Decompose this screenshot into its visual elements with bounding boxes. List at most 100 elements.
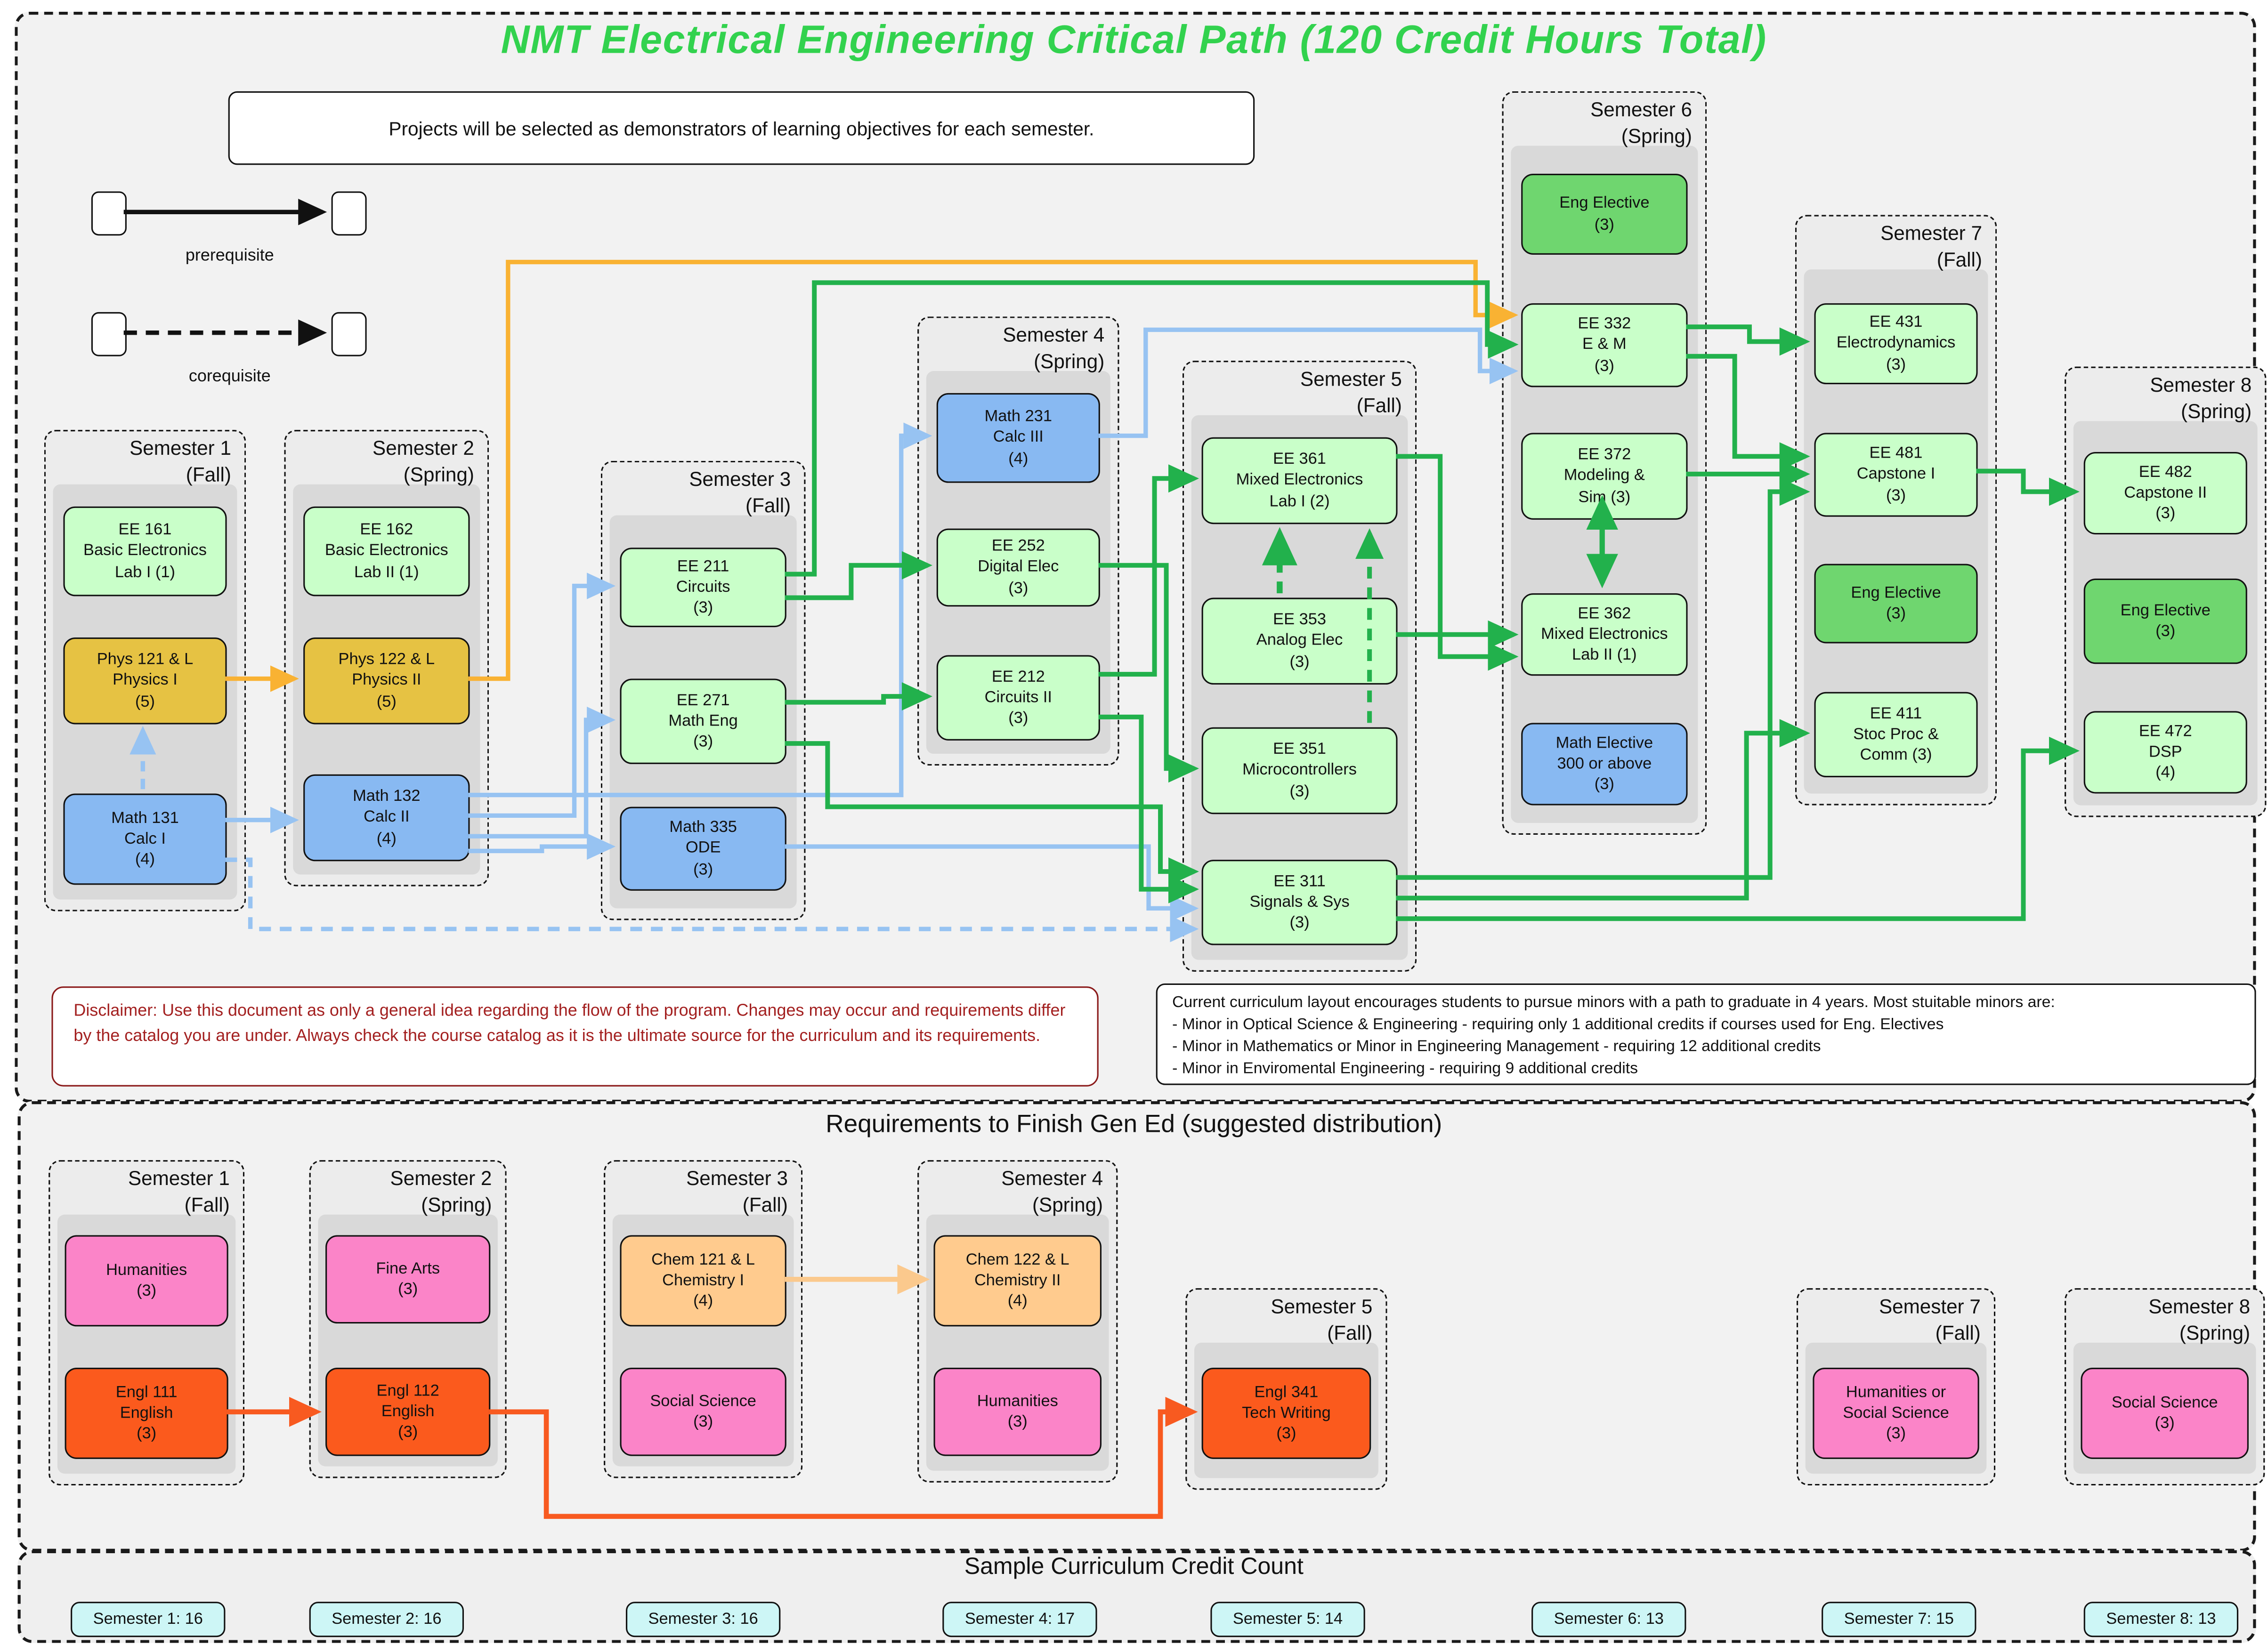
gened-semester-8-title: Semester 8 xyxy=(2148,1295,2251,1318)
gened-semester-1-term: (Fall) xyxy=(184,1193,230,1216)
course-ee212: EE 212 Circuits II (3) xyxy=(936,655,1100,741)
semester-7-term: (Fall) xyxy=(1936,248,1982,270)
gened-semester-2-title: Semester 2 xyxy=(390,1167,492,1190)
course-humanities-g1: Humanities (3) xyxy=(65,1235,228,1327)
legend-prereq-box-to xyxy=(331,191,367,236)
credit-sem5: Semester 5: 14 xyxy=(1210,1602,1365,1637)
gened-semester-2-header: Semester 2 (Spring) xyxy=(390,1166,492,1218)
gened-semester-3-header: Semester 3 (Fall) xyxy=(686,1166,788,1218)
projects-note: Projects will be selected as demonstrato… xyxy=(228,91,1255,165)
minors-item-1: - Minor in Optical Science & Engineering… xyxy=(1172,1016,1944,1034)
course-math131: Math 131 Calc I (4) xyxy=(63,793,227,885)
semester-7-header: Semester 7 (Fall) xyxy=(1880,221,1982,273)
course-chem121: Chem 121 & L Chemistry I (4) xyxy=(620,1235,786,1327)
course-ee481: EE 481 Capstone I (3) xyxy=(1814,433,1978,517)
semester-8-term: (Spring) xyxy=(2181,400,2252,422)
gened-semester-5-group: Semester 5 (Fall) Engl 341 Tech Writing … xyxy=(1185,1288,1387,1490)
course-humanities-g4: Humanities (3) xyxy=(933,1367,1102,1456)
course-math335: Math 335 ODE (3) xyxy=(620,806,786,891)
disclaimer-box: Disclaimer: Use this document as only a … xyxy=(51,986,1099,1087)
page-title: NMT Electrical Engineering Critical Path… xyxy=(501,17,1767,62)
disclaimer-text: Disclaimer: Use this document as only a … xyxy=(73,1002,1066,1045)
course-ee362: EE 362 Mixed Electronics Lab II (1) xyxy=(1521,593,1688,676)
course-ee431: EE 431 Electrodynamics (3) xyxy=(1814,303,1978,385)
course-ee472: EE 472 DSP (4) xyxy=(2083,711,2247,794)
legend-prerequisite-label: prerequisite xyxy=(185,247,274,265)
semester-6-header: Semester 6 (Spring) xyxy=(1590,97,1692,149)
semester-5-group: Semester 5 (Fall) EE 361 Mixed Electroni… xyxy=(1182,361,1417,972)
semester-4-group: Semester 4 (Spring) Math 231 Calc III (4… xyxy=(917,316,1119,766)
course-social-science-g8: Social Science (3) xyxy=(2081,1367,2249,1459)
semester-5-header: Semester 5 (Fall) xyxy=(1300,367,1402,419)
credit-sem6: Semester 6: 13 xyxy=(1531,1602,1686,1637)
semester-6-title: Semester 6 xyxy=(1590,98,1692,121)
projects-note-text: Projects will be selected as demonstrato… xyxy=(389,117,1094,139)
minors-item-3: - Minor in Enviromental Engineering - re… xyxy=(1172,1060,1638,1078)
gened-semester-1-title: Semester 1 xyxy=(128,1167,230,1190)
gened-semester-8-term: (Spring) xyxy=(2179,1321,2251,1344)
credit-sem4: Semester 4: 17 xyxy=(942,1602,1097,1637)
semester-8-title: Semester 8 xyxy=(2150,374,2252,396)
gened-semester-7-header: Semester 7 (Fall) xyxy=(1879,1294,1981,1346)
semester-8-group: Semester 8 (Spring) EE 482 Capstone II (… xyxy=(2065,366,2267,817)
course-math132: Math 132 Calc II (4) xyxy=(303,774,470,862)
course-phys122: Phys 122 & L Physics II (5) xyxy=(303,637,470,725)
semester-6-group: Semester 6 (Spring) Eng Elective (3) EE … xyxy=(1502,91,1707,835)
gened-semester-1-header: Semester 1 (Fall) xyxy=(128,1166,230,1218)
course-ee353: EE 353 Analog Elec (3) xyxy=(1201,597,1398,685)
course-math-elective: Math Elective 300 or above (3) xyxy=(1521,723,1688,806)
semester-1-header: Semester 1 (Fall) xyxy=(130,436,231,488)
gened-semester-2-group: Semester 2 (Spring) Fine Arts (3) Engl 1… xyxy=(309,1160,507,1478)
course-ee161: EE 161 Basic Electronics Lab I (1) xyxy=(63,506,227,597)
credit-sem7: Semester 7: 15 xyxy=(1822,1602,1976,1637)
course-eng-elective-sem8: Eng Elective (3) xyxy=(2083,578,2247,664)
semester-1-term: (Fall) xyxy=(186,463,231,485)
semester-1-title: Semester 1 xyxy=(130,437,231,460)
gened-semester-7-title: Semester 7 xyxy=(1879,1295,1981,1318)
course-chem122: Chem 122 & L Chemistry II (4) xyxy=(933,1235,1102,1327)
credit-sem8: Semester 8: 13 xyxy=(2083,1602,2239,1637)
minors-item-2: - Minor in Mathematics or Minor in Engin… xyxy=(1172,1038,1821,1056)
semester-7-group: Semester 7 (Fall) EE 431 Electrodynamics… xyxy=(1795,215,1997,806)
semester-7-title: Semester 7 xyxy=(1880,222,1982,245)
course-phys121: Phys 121 & L Physics I (5) xyxy=(63,637,227,725)
gened-semester-5-title: Semester 5 xyxy=(1271,1295,1373,1318)
semester-3-header: Semester 3 (Fall) xyxy=(689,467,791,518)
credit-count-title: Sample Curriculum Credit Count xyxy=(964,1555,1304,1580)
gened-semester-1-group: Semester 1 (Fall) Humanities (3) Engl 11… xyxy=(49,1160,245,1486)
gened-semester-4-title: Semester 4 xyxy=(1001,1167,1103,1190)
semester-8-header: Semester 8 (Spring) xyxy=(2150,372,2252,424)
credit-sem1: Semester 1: 16 xyxy=(71,1602,226,1637)
legend-prereq-box-from xyxy=(91,191,127,236)
gened-semester-8-header: Semester 8 (Spring) xyxy=(2148,1294,2250,1346)
course-engl341: Engl 341 Tech Writing (3) xyxy=(1201,1367,1371,1459)
course-eng-elective-sem6: Eng Elective (3) xyxy=(1521,173,1688,255)
gened-semester-2-term: (Spring) xyxy=(421,1193,492,1216)
course-ee351: EE 351 Microcontrollers (3) xyxy=(1201,727,1398,814)
course-math231: Math 231 Calc III (4) xyxy=(936,393,1100,483)
gened-semester-3-group: Semester 3 (Fall) Chem 121 & L Chemistry… xyxy=(604,1160,803,1478)
legend-coreq-box-to xyxy=(331,312,367,356)
gened-semester-4-group: Semester 4 (Spring) Chem 122 & L Chemist… xyxy=(917,1160,1118,1483)
gened-semester-7-group: Semester 7 (Fall) Humanities or Social S… xyxy=(1796,1288,1996,1486)
semester-4-term: (Spring) xyxy=(1034,349,1105,372)
semester-2-header: Semester 2 (Spring) xyxy=(373,436,474,488)
gened-semester-3-term: (Fall) xyxy=(742,1193,788,1216)
semester-6-term: (Spring) xyxy=(1621,124,1692,147)
course-ee311: EE 311 Signals & Sys (3) xyxy=(1201,860,1398,945)
semester-2-term: (Spring) xyxy=(403,463,474,485)
course-ee211: EE 211 Circuits (3) xyxy=(620,548,786,628)
gened-semester-4-header: Semester 4 (Spring) xyxy=(1001,1166,1103,1218)
course-engl111: Engl 111 English (3) xyxy=(65,1367,228,1459)
semester-3-title: Semester 3 xyxy=(689,468,791,491)
minors-intro: Current curriculum layout encourages stu… xyxy=(1172,993,2055,1012)
semester-4-header: Semester 4 (Spring) xyxy=(1003,323,1104,374)
course-ee411: EE 411 Stoc Proc & Comm (3) xyxy=(1814,692,1978,778)
course-ee252: EE 252 Digital Elec (3) xyxy=(936,528,1100,607)
course-ee361: EE 361 Mixed Electronics Lab I (2) xyxy=(1201,437,1398,524)
gened-semester-7-term: (Fall) xyxy=(1935,1321,1981,1344)
semester-2-group: Semester 2 (Spring) EE 162 Basic Electro… xyxy=(284,430,489,887)
semester-2-title: Semester 2 xyxy=(373,437,474,460)
credit-sem3: Semester 3: 16 xyxy=(625,1602,781,1637)
